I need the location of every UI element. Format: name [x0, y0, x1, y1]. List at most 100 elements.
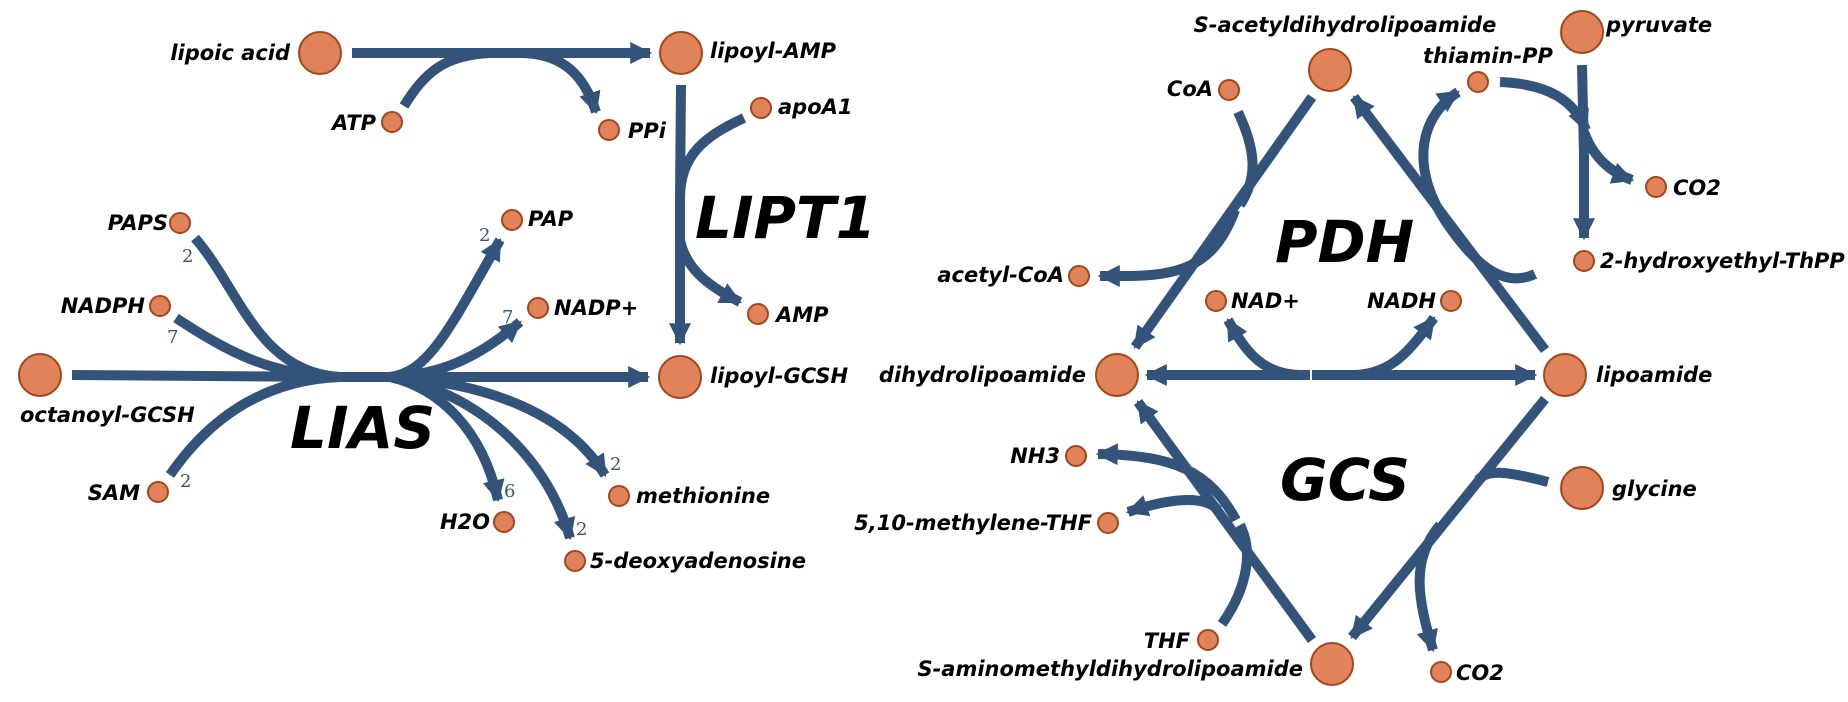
label-lipoic-acid: lipoic acid	[170, 41, 291, 65]
edge-to-nad-plus	[1223, 317, 1301, 380]
label-pap: PAP	[528, 207, 574, 231]
stoich-h2o: 6	[504, 481, 515, 502]
enzyme-gcs: GCS	[1280, 446, 1410, 514]
stoichiometry-labels: 2 7 2 2 7 6 2 2	[167, 225, 621, 540]
enzyme-lipt1: LIPT1	[695, 184, 876, 252]
node-nh3	[1065, 445, 1087, 467]
stoich-pap: 2	[479, 225, 490, 246]
label-methionine: methionine	[636, 484, 770, 508]
edge-to-methylene-thf	[1125, 495, 1222, 517]
nodes	[18, 10, 1667, 686]
edge-to-nadh	[1354, 314, 1438, 380]
node-acetyl-coa	[1068, 265, 1090, 287]
node-sam	[147, 481, 169, 503]
node-nadp-plus	[527, 297, 549, 319]
node-deoxyadenosine	[564, 550, 586, 572]
node-s-acetyldihydrolipoamide	[1308, 48, 1352, 92]
label-thiamin-pp: thiamin-PP	[1423, 44, 1553, 68]
node-lipoic-acid	[298, 31, 342, 75]
node-pyruvate	[1560, 10, 1604, 54]
label-s-acetyldihydrolipoamide: S-acetyldihydrolipoamide	[1194, 13, 1497, 37]
enzyme-pdh: PDH	[1275, 208, 1414, 276]
label-sam: SAM	[88, 481, 140, 505]
label-atp: ATP	[330, 111, 377, 135]
label-paps: PAPS	[108, 211, 168, 235]
node-thiamin-pp	[1467, 71, 1489, 93]
enzyme-lias: LIAS	[290, 394, 435, 462]
node-methylene-thf	[1097, 512, 1119, 534]
lipt1-edges	[352, 41, 747, 346]
edge-glycine	[1474, 467, 1550, 487]
node-co2-top	[1645, 176, 1667, 198]
node-s-aminomethyldihydrolipoamide	[1310, 642, 1354, 686]
label-glycine: glycine	[1612, 477, 1697, 501]
metabolite-labels: lipoic acid lipoyl-AMP ATP PPi apoA1 AMP…	[20, 13, 1845, 685]
label-pyruvate: pyruvate	[1605, 13, 1712, 37]
label-apoa1: apoA1	[778, 95, 853, 119]
edge-apoa1	[675, 113, 747, 199]
edge-to-acetyl-coa	[1097, 208, 1240, 288]
node-lipoamide	[1543, 353, 1587, 397]
edge-sam	[165, 372, 341, 478]
node-pap	[501, 209, 523, 231]
node-paps	[169, 212, 191, 234]
stoich-methionine: 2	[610, 454, 621, 475]
enzyme-labels: LIPT1 LIAS PDH GCS	[290, 184, 1414, 514]
label-methylene-thf: 5,10-methylene-THF	[854, 511, 1092, 535]
label-deoxyadenosine: 5-deoxyadenosine	[590, 549, 806, 573]
label-amp: AMP	[774, 303, 829, 327]
label-ppi: PPi	[628, 119, 667, 143]
label-acetyl-coa: acetyl-CoA	[937, 263, 1064, 287]
label-h2o: H2O	[440, 510, 490, 534]
label-lipoamide: lipoamide	[1596, 363, 1712, 387]
edge-paps	[191, 234, 341, 382]
gcs-edges	[1095, 395, 1550, 653]
node-dihydrolipoamide	[1095, 353, 1139, 397]
label-nadp-plus: NADP+	[554, 296, 638, 320]
node-amp	[747, 303, 769, 325]
edge-to-ppi	[519, 48, 601, 115]
node-apoa1	[750, 97, 772, 119]
node-octanoyl-gcsh	[18, 353, 62, 397]
edge-thiamin-pp	[1499, 77, 1591, 133]
label-hydroxyethyl-thpp: 2-hydroxyethyl-ThPP	[1600, 249, 1845, 273]
stoich-deoxyadenosine: 2	[576, 519, 587, 540]
node-nadh	[1440, 290, 1462, 312]
pdh-edges	[1097, 64, 1635, 387]
stoich-sam: 2	[180, 471, 191, 492]
stoich-nadph: 7	[167, 327, 178, 348]
node-hydroxyethyl-thpp	[1573, 250, 1595, 272]
node-lipoyl-amp	[659, 31, 703, 75]
label-s-aminomethyldihydrolipoamide: S-aminomethyldihydrolipoamide	[917, 657, 1303, 681]
label-nadh: NADH	[1367, 289, 1436, 313]
edge-to-nh3	[1095, 443, 1241, 523]
edge-to-thiamin-pp	[1418, 87, 1461, 228]
edge-s-aminomethyl-to-dihydro	[1133, 399, 1317, 643]
node-glycine	[1560, 466, 1604, 510]
node-co2-bottom	[1430, 661, 1452, 683]
stoich-nadp-plus: 7	[502, 307, 513, 328]
label-octanoyl-gcsh: octanoyl-GCSH	[20, 403, 195, 427]
label-coa: CoA	[1167, 77, 1213, 101]
edge-hydroxyethyl-thpp-in	[1443, 222, 1538, 284]
node-thf	[1197, 629, 1219, 651]
label-dihydrolipoamide: dihydrolipoamide	[879, 363, 1086, 387]
edge-lipoamide-to-s-aminomethyl	[1348, 395, 1549, 641]
node-coa	[1218, 79, 1240, 101]
edge-to-co2-bottom	[1414, 521, 1444, 653]
lias-edges	[71, 234, 651, 541]
edge-to-pap	[389, 237, 505, 382]
edge-to-co2-top	[1579, 130, 1635, 185]
edge-atp	[399, 48, 491, 109]
node-ppi	[598, 119, 620, 141]
label-co2-bottom: CO2	[1456, 661, 1504, 685]
edge-thf	[1217, 522, 1252, 627]
node-atp	[381, 111, 403, 133]
label-nh3: NH3	[1010, 444, 1060, 468]
label-lipoyl-amp: lipoyl-AMP	[710, 39, 837, 63]
edge-coa	[1233, 109, 1258, 208]
label-nad-plus: NAD+	[1231, 289, 1300, 313]
stoich-paps: 2	[182, 246, 193, 267]
node-nad-plus	[1205, 290, 1227, 312]
